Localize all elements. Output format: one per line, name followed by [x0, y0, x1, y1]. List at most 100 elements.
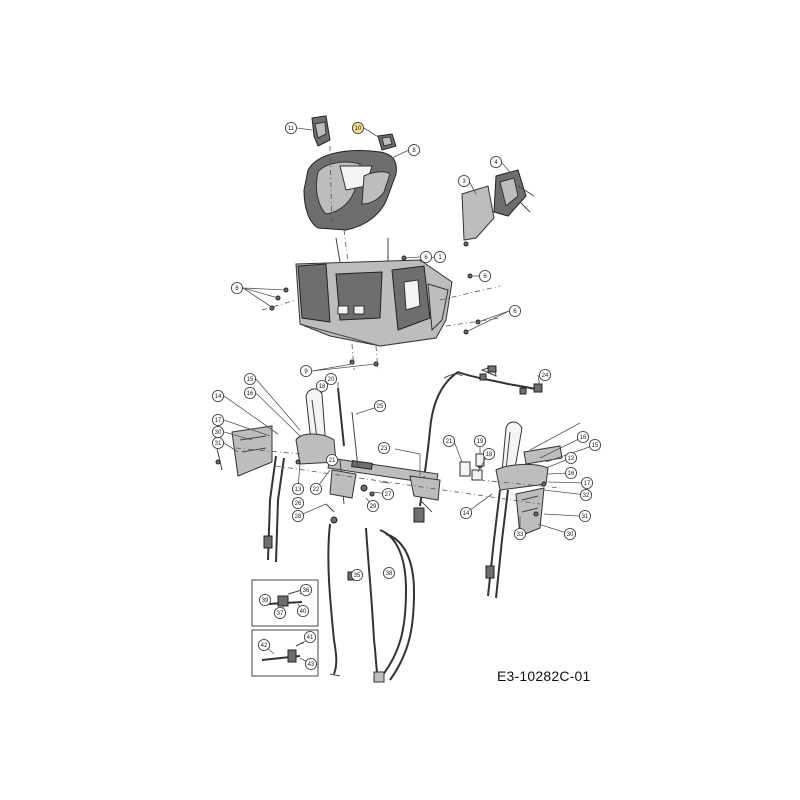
left-handle — [215, 387, 359, 563]
svg-text:29: 29 — [370, 504, 377, 510]
callout: 22 — [309, 482, 323, 496]
callout: 33 — [513, 527, 527, 541]
callout: 25 — [373, 399, 387, 413]
svg-text:30: 30 — [215, 430, 222, 436]
callouts: 11 10 8 4 3 6 6 6 6 1 9 24 15 16 14 17 3… — [211, 121, 602, 671]
svg-text:20: 20 — [328, 377, 335, 383]
callout: 13 — [291, 482, 305, 496]
svg-text:40: 40 — [300, 609, 307, 615]
svg-text:11: 11 — [288, 126, 295, 132]
svg-text:10: 10 — [355, 126, 362, 132]
svg-text:13: 13 — [295, 487, 302, 493]
callout: 16 — [243, 386, 257, 400]
callout: 24 — [538, 368, 552, 382]
svg-text:18: 18 — [319, 384, 326, 390]
svg-text:32: 32 — [583, 493, 590, 499]
leader-lines — [223, 127, 596, 665]
callout: 12 — [564, 451, 578, 465]
callout: 18 — [315, 379, 329, 393]
svg-text:24: 24 — [542, 373, 549, 379]
svg-text:3: 3 — [462, 179, 466, 185]
svg-text:1: 1 — [438, 255, 442, 261]
callout: 31 — [211, 436, 225, 450]
callout: 6 — [508, 304, 522, 318]
svg-text:27: 27 — [385, 492, 392, 498]
svg-text:12: 12 — [568, 456, 575, 462]
key-part — [311, 115, 331, 147]
svg-text:26: 26 — [295, 501, 302, 507]
svg-text:6: 6 — [483, 274, 487, 280]
callout: 19 — [473, 434, 487, 448]
callout: 39 — [258, 593, 272, 607]
callout: 41 — [303, 630, 317, 644]
svg-text:8: 8 — [412, 148, 416, 154]
callout: 16 — [564, 466, 578, 480]
callout: 28 — [291, 509, 305, 523]
svg-text:43: 43 — [308, 662, 315, 668]
callout: 43 — [304, 657, 318, 671]
callout: 3 — [457, 174, 471, 188]
callout: 21 — [442, 434, 456, 448]
callout: 30 — [563, 527, 577, 541]
svg-text:9: 9 — [304, 369, 308, 375]
svg-text:30: 30 — [567, 532, 574, 538]
svg-text:16: 16 — [568, 471, 575, 477]
callout: 14 — [211, 389, 225, 403]
callout: 6 — [478, 269, 492, 283]
callout: 11 — [284, 121, 298, 135]
callout: 16 — [576, 430, 590, 444]
callout: 40 — [296, 604, 310, 618]
callout: 18 — [482, 447, 496, 461]
right-handle — [477, 421, 563, 599]
svg-text:42: 42 — [261, 643, 268, 649]
drawing-reference-code: E3-10282C-01 — [497, 668, 591, 684]
control-rods — [327, 523, 416, 683]
svg-text:41: 41 — [307, 635, 314, 641]
callout: 31 — [578, 509, 592, 523]
callout: 35 — [350, 568, 364, 582]
callout: 15 — [243, 372, 257, 386]
callout: 17 — [211, 413, 225, 427]
console-cover — [303, 150, 397, 231]
svg-text:4: 4 — [494, 160, 498, 166]
callout: 8 — [407, 143, 421, 157]
svg-text:14: 14 — [463, 511, 470, 517]
svg-text:35: 35 — [354, 573, 361, 579]
center-small-parts — [325, 453, 485, 524]
svg-text:6: 6 — [235, 286, 239, 292]
callout: 26 — [291, 496, 305, 510]
callout: 6 — [230, 281, 244, 295]
svg-text:6: 6 — [513, 309, 517, 315]
callout: 32 — [579, 488, 593, 502]
detail-box-lower — [251, 629, 319, 677]
svg-text:21: 21 — [329, 458, 336, 464]
svg-text:17: 17 — [215, 418, 222, 424]
callout: 37 — [273, 606, 287, 620]
callout: 15 — [588, 438, 602, 452]
svg-text:25: 25 — [377, 404, 384, 410]
callout: 29 — [366, 499, 380, 513]
svg-text:33: 33 — [517, 532, 524, 538]
callout: 17 — [580, 476, 594, 490]
svg-text:14: 14 — [215, 394, 222, 400]
svg-text:23: 23 — [381, 446, 388, 452]
detail-box-upper — [251, 579, 319, 627]
dashboard-housing — [295, 259, 453, 347]
svg-text:21: 21 — [446, 439, 453, 445]
svg-text:19: 19 — [477, 439, 484, 445]
svg-text:36: 36 — [303, 588, 310, 594]
svg-text:16: 16 — [247, 391, 254, 397]
svg-text:38: 38 — [386, 571, 393, 577]
svg-text:18: 18 — [486, 452, 493, 458]
cross-bar — [327, 457, 441, 505]
callout: 30 — [211, 425, 225, 439]
callout: 38 — [382, 566, 396, 580]
svg-text:37: 37 — [277, 611, 284, 617]
svg-text:17: 17 — [584, 481, 591, 487]
svg-text:22: 22 — [313, 487, 320, 493]
callout: 42 — [257, 638, 271, 652]
callout-highlighted: 10 — [351, 121, 365, 135]
svg-text:31: 31 — [215, 441, 222, 447]
callout: 27 — [381, 487, 395, 501]
switch-part — [377, 133, 397, 151]
